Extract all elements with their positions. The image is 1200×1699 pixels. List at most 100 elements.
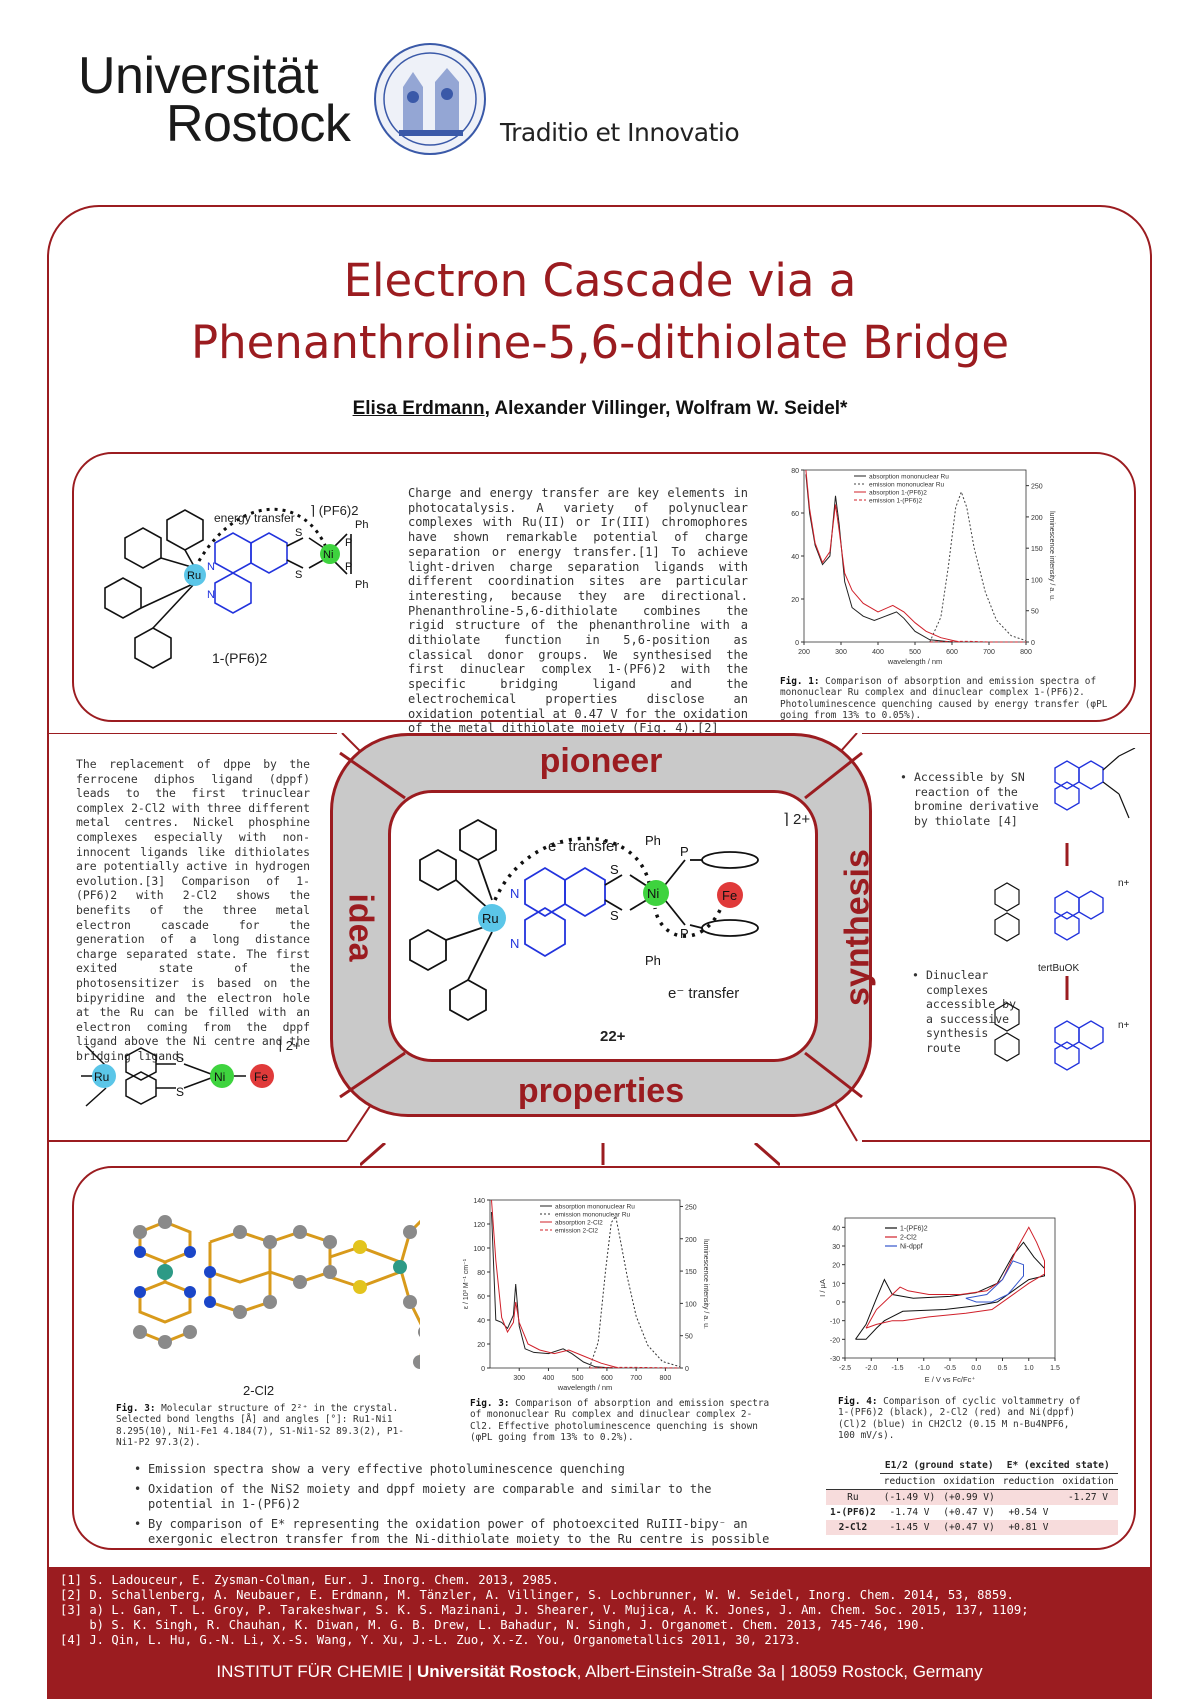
table-cell: (-1.49 V) bbox=[883, 1492, 936, 1503]
series-line bbox=[865, 1226, 1045, 1329]
complex-2-scheme: Ru Ni Fe S S P P Ph Ph N N bbox=[409, 818, 759, 1022]
svg-text:Ru: Ru bbox=[187, 570, 201, 582]
footer-university: Universität Rostock bbox=[416, 1662, 577, 1681]
university-motto: Traditio et Innovatio bbox=[500, 118, 740, 147]
results-connectors bbox=[360, 1143, 780, 1167]
synthesis-reagent: tertBuOK bbox=[1038, 963, 1080, 974]
title-line-2: Phenanthroline-5,6-dithiolate Bridge bbox=[190, 316, 1010, 369]
x-tick-label: -1.5 bbox=[891, 1365, 903, 1372]
x-tick-label: 0.5 bbox=[998, 1365, 1008, 1372]
x-tick-label: 500 bbox=[572, 1375, 584, 1382]
series-line bbox=[491, 1211, 613, 1369]
y-tick-label-right: 150 bbox=[1031, 546, 1043, 553]
svg-text:N: N bbox=[510, 936, 519, 951]
fe-center-atom bbox=[717, 882, 743, 908]
y-tick-label-right: 100 bbox=[1031, 577, 1043, 584]
references-footer bbox=[47, 1567, 1152, 1699]
y-tick-label-left: 60 bbox=[791, 511, 799, 518]
reference-item: [2] D. Schallenberg, A. Neubauer, E. Erd… bbox=[60, 1588, 1014, 1602]
y-tick-label-left: 20 bbox=[477, 1342, 485, 1349]
series-line bbox=[965, 1260, 1024, 1303]
reference-list: [1] S. Ladouceur, E. Zysman-Colman, Eur.… bbox=[60, 1573, 1140, 1648]
table-cell bbox=[999, 1490, 1058, 1506]
fig3b-caption-text: Comparison of absorption and emission sp… bbox=[470, 1398, 770, 1443]
series-line bbox=[589, 1366, 681, 1369]
table-cell: (+0.47 V) bbox=[943, 1522, 995, 1533]
x-tick-label: -0.5 bbox=[944, 1365, 956, 1372]
svg-text:Ph: Ph bbox=[355, 579, 368, 591]
legend-entry: 1-(PF6)2 bbox=[900, 1226, 928, 1233]
y-tick-label-right: 50 bbox=[1031, 609, 1039, 616]
reference-item: [3] a) L. Gan, T. L. Groy, P. Tarakeshwa… bbox=[60, 1603, 1029, 1617]
fig3b-caption-label: Fig. 3: bbox=[470, 1398, 510, 1409]
pillar-synthesis: synthesis bbox=[838, 849, 877, 1006]
x-tick-label: 300 bbox=[513, 1375, 525, 1382]
pillar-idea: idea bbox=[341, 893, 380, 962]
pillar-corner-lines bbox=[339, 751, 863, 1099]
y-tick-label-left: 0 bbox=[481, 1366, 485, 1373]
y-tick-label-right: 200 bbox=[685, 1237, 697, 1244]
legend-entry: emission mononuclear Ru bbox=[555, 1212, 631, 1219]
result-bullet: Emission spectra show a very effective p… bbox=[134, 1462, 774, 1477]
col-reduction-2: reduction bbox=[1002, 1476, 1055, 1487]
transfer-bottom-label: e⁻ transfer bbox=[668, 985, 740, 1002]
fig1-caption-label: Fig. 1: bbox=[780, 676, 820, 687]
synthesis-route-scheme bbox=[1054, 748, 1136, 1071]
ru-center-atom bbox=[478, 904, 506, 932]
co-authors: , Alexander Villinger, Wolfram W. Seidel… bbox=[484, 398, 848, 419]
svg-text:N: N bbox=[207, 589, 215, 601]
y-tick-label: -10 bbox=[830, 1319, 840, 1326]
group-excited-state: E* (excited state) bbox=[998, 1458, 1118, 1474]
footer-address: , Albert-Einstein-Straße 3a | 18059 Rost… bbox=[576, 1662, 983, 1681]
svg-text:S: S bbox=[610, 862, 619, 877]
svg-text:S: S bbox=[176, 1085, 184, 1099]
x-tick-label: 600 bbox=[946, 649, 958, 656]
legend-entry: absorption 1-(PF6)2 bbox=[869, 490, 927, 497]
row-label: 2-Cl2 bbox=[838, 1522, 868, 1533]
synthesis-bullet-2-text: Dinuclear complexes accessible by a succ… bbox=[912, 968, 1022, 1055]
x-tick-label: 1.0 bbox=[1024, 1365, 1034, 1372]
x-tick-label: 200 bbox=[798, 649, 810, 656]
y-tick-label-left: 0 bbox=[795, 640, 799, 647]
y-axis-label-right: luminescence intensity / a. u. bbox=[1048, 511, 1055, 601]
svg-text:Ph: Ph bbox=[355, 519, 368, 531]
col-oxidation-1: oxidation bbox=[943, 1476, 995, 1487]
y-tick-label-right: 0 bbox=[1031, 640, 1035, 647]
col-reduction-1: reduction bbox=[883, 1476, 936, 1487]
result-bullet: Oxidation of the NiS2 moiety and dppf mo… bbox=[134, 1482, 774, 1512]
table-cell: -1.74 V bbox=[889, 1507, 930, 1518]
y-tick-label: 0 bbox=[836, 1300, 840, 1307]
footer-separator: | bbox=[403, 1662, 417, 1681]
series-line bbox=[805, 469, 960, 643]
fig3a-structure-label: 2-Cl2 bbox=[243, 1383, 275, 1398]
complex-2-label: 22+ bbox=[600, 1028, 626, 1045]
y-axis-label-right: luminescence intensity / a. u. bbox=[702, 1239, 709, 1329]
synthesis-charge-2: n+ bbox=[1118, 1020, 1130, 1031]
x-tick-label: 0.0 bbox=[971, 1365, 981, 1372]
svg-text:P: P bbox=[680, 844, 689, 859]
fig1-caption-text: Comparison of absorption and emission sp… bbox=[780, 676, 1108, 721]
synthesis-bullet-1-text: Accessible by SN reaction of the bromine… bbox=[900, 770, 1050, 828]
legend-entry: Ni-dppf bbox=[900, 1244, 923, 1251]
legend-entry: emission 2-Cl2 bbox=[555, 1228, 598, 1235]
svg-text:Ni: Ni bbox=[323, 549, 333, 561]
table-cell: -1.45 V bbox=[889, 1522, 930, 1533]
x-tick-label: -2.5 bbox=[839, 1365, 851, 1372]
y-tick-label: -30 bbox=[830, 1356, 840, 1363]
svg-text:Ru: Ru bbox=[94, 1070, 109, 1084]
table-cell bbox=[1058, 1520, 1117, 1535]
legend-entry: absorption 2-Cl2 bbox=[555, 1220, 603, 1227]
plot-area bbox=[489, 1199, 681, 1369]
table-cell bbox=[1058, 1505, 1117, 1520]
legend-entry: emission mononuclear Ru bbox=[869, 482, 945, 489]
title-line-1: Electron Cascade via a bbox=[343, 254, 857, 307]
ni-center-atom bbox=[643, 880, 669, 906]
idea-electron-scheme: Ru Ni Fe S S bbox=[81, 1045, 274, 1107]
counter-ion-text: (PF6)2 bbox=[318, 503, 359, 518]
university-line2: Rostock bbox=[166, 95, 351, 153]
idea-paragraph: The replacement of dppe by the ferrocene… bbox=[76, 757, 310, 1063]
